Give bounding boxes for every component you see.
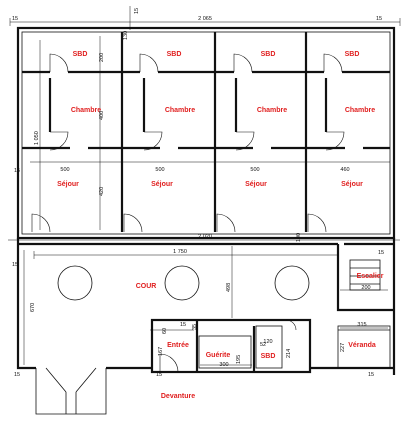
dim-195: 195	[236, 355, 242, 364]
room-entree: Entrée	[167, 342, 189, 349]
room-escalier: Escalier	[357, 273, 384, 280]
outer-wall	[16, 26, 396, 240]
dim-35: 35	[192, 324, 198, 330]
dim-400: 400	[99, 111, 105, 120]
dim-15-entree-b: 15	[180, 322, 186, 328]
room-veranda: Véranda	[348, 342, 376, 349]
dim-100: 100	[296, 233, 302, 242]
dim-60: 60	[162, 328, 168, 334]
room-sbd-2: SBD	[167, 51, 182, 58]
entrance-block	[150, 318, 312, 374]
room-chambre-2: Chambre	[165, 107, 195, 114]
dim-498: 498	[226, 283, 232, 292]
room-sbd-4: SBD	[345, 51, 360, 58]
dim-52: 52	[260, 342, 266, 348]
dim-227: 227	[340, 343, 346, 352]
dim-200: 200	[99, 53, 105, 62]
dim-top-15-left: 15	[12, 16, 18, 22]
dim-15-bottom-right: 15	[368, 372, 374, 378]
room-sejour-1: Séjour	[57, 181, 79, 188]
dim-15-entree-a: 15	[156, 372, 162, 378]
dim-side-15-b: 15	[12, 262, 18, 268]
dim-300: 300	[219, 362, 228, 368]
room-cour: COUR	[136, 283, 157, 290]
room-guerite: Guérite	[206, 352, 231, 359]
dim-420: 420	[99, 187, 105, 196]
dim-top-130: 130	[123, 31, 129, 40]
courtyard-planter-3	[274, 265, 310, 301]
dim-670: 670	[30, 303, 36, 312]
dim-total-width: 2 065	[198, 16, 212, 22]
dim-side-15-a: 15	[14, 168, 20, 174]
dim-1050: 1 050	[34, 131, 40, 145]
dim-2020: 2 020	[198, 234, 212, 240]
dim-315: 315	[357, 322, 366, 328]
dim-15-escalier: 15	[378, 250, 384, 256]
dim-500-3: 500	[250, 167, 259, 173]
dim-120: 120	[263, 339, 272, 345]
dim-460: 460	[340, 167, 349, 173]
room-chambre-1: Chambre	[71, 107, 101, 114]
dim-15-bottom-left: 15	[14, 372, 20, 378]
dim-500-1: 500	[60, 167, 69, 173]
dim-500-2: 500	[155, 167, 164, 173]
courtyard-planter-2	[164, 265, 200, 301]
room-sbd-3: SBD	[261, 51, 276, 58]
entry-gate	[35, 368, 107, 415]
dim-top-15-right: 15	[376, 16, 382, 22]
veranda-block	[337, 325, 391, 369]
dim-200-escalier: 200	[361, 285, 370, 291]
room-sbd-1: SBD	[73, 51, 88, 58]
dim-top-15-a: 15	[134, 8, 140, 14]
room-chambre-3: Chambre	[257, 107, 287, 114]
room-sbd-small: SBD	[261, 353, 276, 360]
room-devanture: Devanture	[161, 393, 195, 400]
courtyard-planter-1	[57, 265, 93, 301]
courtyard-wall	[16, 238, 36, 370]
dim-214: 214	[286, 349, 292, 358]
dim-1750: 1 750	[173, 249, 187, 255]
room-chambre-4: Chambre	[345, 107, 375, 114]
dim-167: 167	[158, 347, 164, 356]
room-sejour-2: Séjour	[151, 181, 173, 188]
room-sejour-4: Séjour	[341, 181, 363, 188]
room-sejour-3: Séjour	[245, 181, 267, 188]
